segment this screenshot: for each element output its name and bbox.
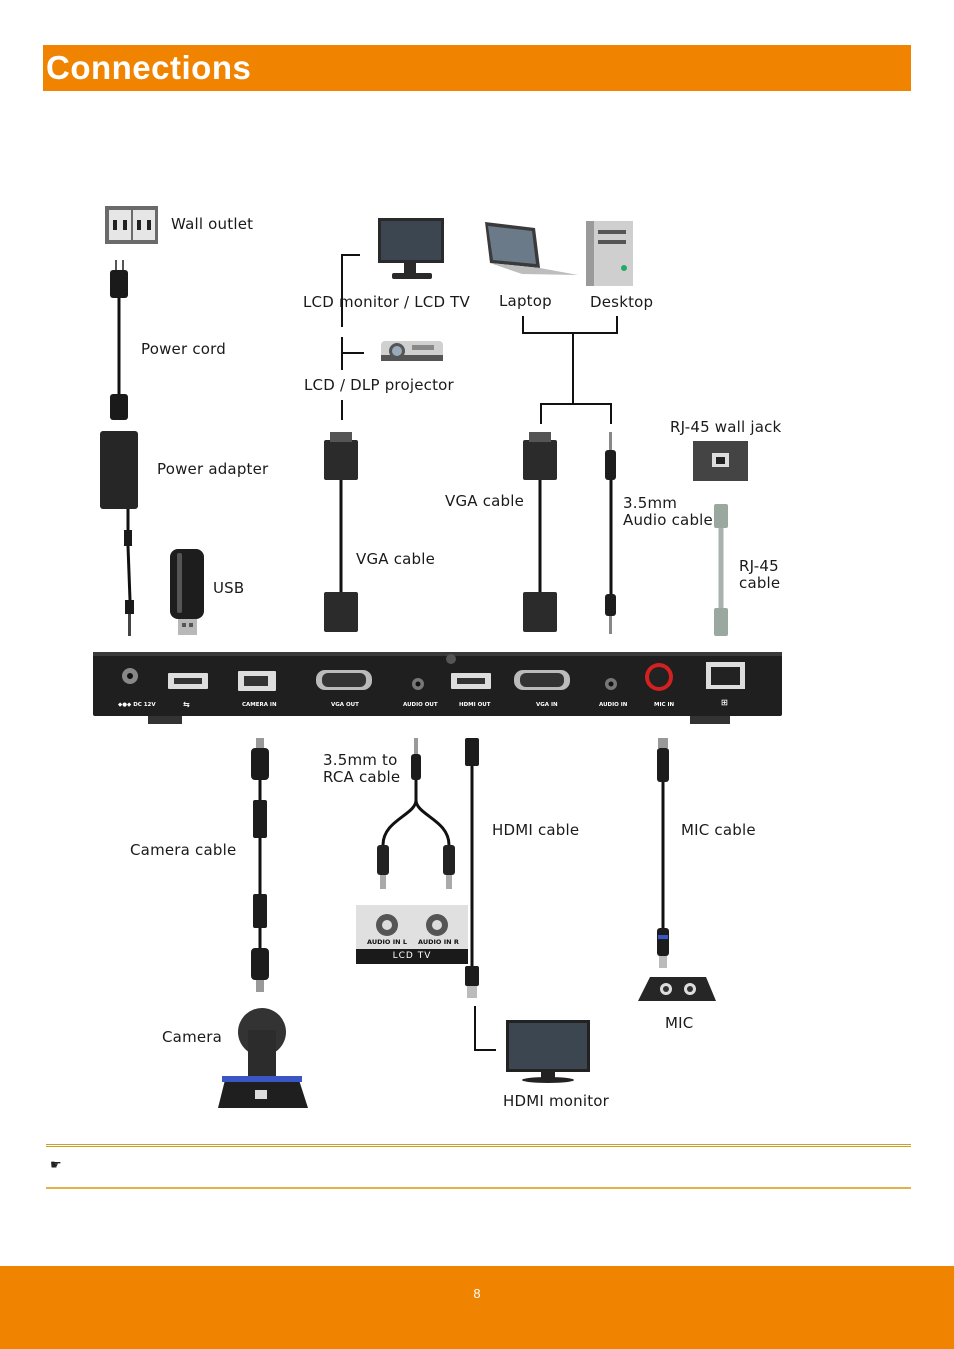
label-rca-cable-line1: 3.5mm to — [323, 751, 398, 769]
camera-cable-icon — [251, 738, 269, 992]
label-rj45-wall-jack: RJ-45 wall jack — [670, 418, 782, 436]
camera-icon — [218, 1008, 308, 1108]
port-label-hdmi-out: HDMI OUT — [459, 702, 491, 708]
label-projector: LCD / DLP projector — [304, 376, 454, 394]
section-header: Connections — [43, 45, 911, 91]
vga-cable-right-icon — [523, 432, 557, 632]
note-box: ☛ — [46, 1144, 911, 1189]
network-symbol-icon: ⊞ — [721, 698, 728, 707]
label-lcd-monitor: LCD monitor / LCD TV — [303, 293, 471, 311]
mic-icon — [638, 977, 716, 1001]
audio-cable-icon — [605, 432, 616, 634]
port-label-vga-in: VGA IN — [536, 702, 558, 708]
label-audio-cable-line1: 3.5mm — [623, 494, 678, 512]
projector-icon — [381, 341, 443, 361]
port-label-camera-in: CAMERA IN — [242, 702, 277, 708]
label-power-adapter: Power adapter — [157, 460, 269, 478]
label-mic-cable: MIC cable — [681, 821, 756, 839]
label-audio-cable-line2: Audio cable — [623, 511, 713, 529]
label-laptop: Laptop — [499, 292, 552, 310]
power-cord-icon — [110, 260, 128, 420]
port-label-audio-out: AUDIO OUT — [403, 702, 438, 708]
wall-outlet-icon — [105, 206, 158, 244]
port-label-dc: ◆●◆ DC 12V — [118, 702, 156, 708]
main-device-rear-panel — [93, 652, 782, 724]
hdmi-monitor-icon — [506, 1020, 590, 1083]
rj45-cable-icon — [714, 504, 728, 636]
computer-bracket-lines — [522, 316, 618, 424]
power-adapter-icon — [100, 431, 138, 636]
label-vga-cable-right: VGA cable — [445, 492, 525, 510]
display-bracket-lines — [341, 254, 364, 420]
lcd-monitor-icon — [378, 218, 444, 279]
label-hdmi-cable: HDMI cable — [492, 821, 580, 839]
rca-cable-icon — [377, 738, 455, 889]
label-rj45-cable-line2: cable — [739, 574, 781, 592]
label-usb: USB — [213, 579, 245, 597]
tv-label-audio-in-r: AUDIO IN R — [418, 938, 459, 946]
label-camera-cable: Camera cable — [130, 841, 237, 859]
hdmi-cable-icon — [465, 738, 496, 1051]
rj45-wall-jack-icon — [693, 441, 748, 481]
pointing-hand-icon: ☛ — [50, 1157, 62, 1172]
port-label-audio-in: AUDIO IN — [599, 702, 628, 708]
port-label-dc-text: DC 12V — [133, 702, 156, 708]
label-hdmi-monitor: HDMI monitor — [503, 1092, 610, 1110]
label-camera: Camera — [162, 1028, 223, 1046]
page-number: 8 — [473, 1286, 481, 1301]
label-mic: MIC — [665, 1014, 694, 1032]
label-desktop: Desktop — [590, 293, 654, 311]
usb-drive-icon — [170, 549, 204, 635]
connection-diagram — [93, 206, 782, 1108]
laptop-icon — [485, 222, 578, 275]
page-title: Connections — [46, 49, 252, 86]
tv-label-name: LCD TV — [356, 949, 468, 964]
port-label-vga-out: VGA OUT — [331, 702, 359, 708]
tv-label-audio-in-l: AUDIO IN L — [367, 938, 407, 946]
label-rj45-cable-line1: RJ-45 — [739, 557, 779, 575]
lcd-tv-audio-panel — [356, 905, 468, 949]
port-label-mic-in: MIC IN — [654, 702, 675, 708]
label-rca-cable-line2: RCA cable — [323, 768, 401, 786]
label-wall-outlet: Wall outlet — [171, 215, 254, 233]
usb-symbol-icon: ⇆ — [183, 700, 190, 709]
desktop-tower-icon — [586, 221, 633, 286]
page-footer: 8 — [0, 1266, 954, 1349]
vga-cable-left-icon — [324, 432, 358, 632]
label-power-cord: Power cord — [141, 340, 226, 358]
label-vga-cable-left: VGA cable — [356, 550, 436, 568]
mic-cable-icon — [657, 738, 669, 968]
